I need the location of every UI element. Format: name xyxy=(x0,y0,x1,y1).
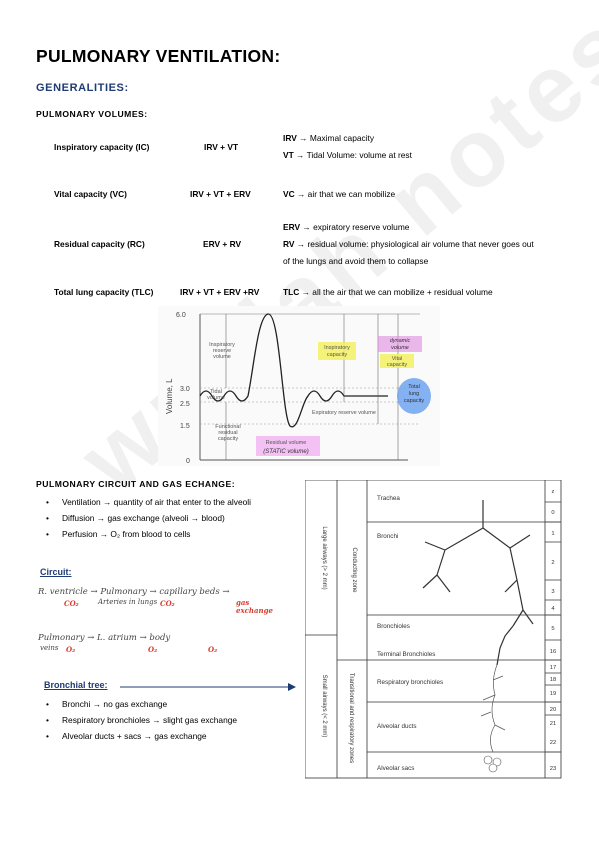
heading-pulmonary-volumes: PULMONARY VOLUMES: xyxy=(36,109,148,119)
volume-desc: VT → Tidal Volume: volume at rest xyxy=(283,150,412,160)
gen-number: 19 xyxy=(550,691,556,697)
circuit-hand-line2b: veins xyxy=(40,644,59,652)
gen-number: 21 xyxy=(550,721,556,727)
label-rv-note: (STATIC volume) xyxy=(263,449,308,455)
gen-number: 0 xyxy=(551,510,554,516)
volume-desc: ERV → expiratory reserve volume xyxy=(283,222,410,232)
label-tidal: volume xyxy=(207,395,225,401)
volume-name: Inspiratory capacity (IC) xyxy=(54,142,150,152)
page-title: PULMONARY VENTILATION: xyxy=(36,46,281,66)
volume-desc: TLC → all the air that we can mobilize +… xyxy=(283,287,493,297)
volume-name: Vital capacity (VC) xyxy=(54,189,127,199)
gas-exchange-label: gas exchange xyxy=(236,598,273,615)
list-item: Bronchi → no gas exchange xyxy=(36,696,300,712)
o2-label: O₂ xyxy=(66,645,76,654)
arrow-to-tree xyxy=(120,683,296,691)
label-dynamic: volume xyxy=(391,345,409,351)
list-item: Diffusion → gas exchange (alveoli → bloo… xyxy=(36,510,300,526)
gen-number: 20 xyxy=(550,707,556,713)
bronchial-list: Bronchi → no gas exchange Respiratory br… xyxy=(36,696,300,744)
label-irv: Inspiratory xyxy=(209,342,235,348)
tree-row-label: Bronchi xyxy=(377,533,398,540)
label-rv: Residual volume xyxy=(266,440,307,446)
volume-name: Total lung capacity (TLC) xyxy=(54,287,154,297)
label-erv: Expiratory reserve volume xyxy=(312,410,376,416)
gen-number: 1 xyxy=(551,531,554,537)
circuit-link[interactable]: Circuit: xyxy=(40,567,72,577)
volume-formula: ERV + RV xyxy=(203,239,242,249)
label-irv: reserve xyxy=(213,348,231,354)
label-total: capacity xyxy=(404,398,424,404)
label-total: lung xyxy=(409,391,419,397)
label-tidal: Tidal xyxy=(210,389,222,395)
co2-label: CO₂ xyxy=(64,599,79,608)
volume-desc: VC → air that we can mobilize xyxy=(283,189,396,199)
label-dynamic: dynamic xyxy=(390,338,411,344)
gen-number: 22 xyxy=(550,740,556,746)
label-vital: capacity xyxy=(387,362,407,368)
volume-formula: IRV + VT + ERV +RV xyxy=(180,287,260,297)
volume-desc: IRV → Maximal capacity xyxy=(283,133,375,143)
gen-number: 4 xyxy=(551,606,555,612)
gen-number: 18 xyxy=(550,677,556,683)
circuit-hand-line1b: Arteries in lungs xyxy=(98,598,158,606)
label-total: Total xyxy=(408,384,420,390)
volume-formula: IRV + VT xyxy=(204,142,239,152)
tree-row-label: Terminal Bronchioles xyxy=(377,651,435,658)
small-airways-label: Small airways (< 2 mm) xyxy=(321,675,327,738)
transitional-zone-label: Transitional and respiratory zones xyxy=(348,673,354,763)
gen-number: 17 xyxy=(550,665,556,671)
co2-label: CO₂ xyxy=(160,599,175,608)
label-frc: Functional xyxy=(215,424,240,430)
circuit-hand-line2: Pulmonary → L. atrium → body xyxy=(38,633,171,643)
gen-number: 3 xyxy=(551,589,554,595)
gen-number: 2 xyxy=(551,560,554,566)
label-insp-capacity: Inspiratory xyxy=(324,345,350,351)
tree-row-label: Trachea xyxy=(377,495,400,502)
ytick: 1.5 xyxy=(180,423,190,430)
volume-desc: RV → residual volume: physiological air … xyxy=(283,239,534,249)
heading-circuit: PULMONARY CIRCUIT AND GAS ECHANGE: xyxy=(36,479,236,489)
list-item: Ventilation → quantity of air that enter… xyxy=(36,494,300,510)
ytick: 0 xyxy=(186,458,190,465)
label-insp-capacity: capacity xyxy=(327,352,347,358)
tree-row-label: Alveolar ducts xyxy=(377,723,417,730)
tree-row-label: Alveolar sacs xyxy=(377,765,414,772)
tree-row-label: Respiratory bronchioles xyxy=(377,679,443,686)
spirogram-graph: 6.0 3.0 2.5 1.5 0 Volume, L Inspiratory … xyxy=(158,306,440,466)
o2-label: O₂ xyxy=(208,645,218,654)
label-vital: Vital xyxy=(392,356,403,362)
gen-number: 23 xyxy=(550,766,556,772)
volume-desc: of the lungs and avoid them to collapse xyxy=(283,256,429,266)
circuit-list: Ventilation → quantity of air that enter… xyxy=(36,494,300,542)
ytick: 6.0 xyxy=(176,312,186,319)
tree-row-label: Bronchioles xyxy=(377,623,410,630)
bronchial-tree-link[interactable]: Bronchial tree: xyxy=(44,680,108,690)
list-item: Alveolar ducts + sacs → gas exchange xyxy=(36,728,300,744)
label-frc: capacity xyxy=(218,436,238,442)
list-item: Perfusion → O₂ from blood to cells xyxy=(36,526,300,542)
label-irv: volume xyxy=(213,354,231,360)
list-item: Respiratory bronchioles → slight gas exc… xyxy=(36,712,300,728)
gen-number: 16 xyxy=(550,649,556,655)
section-generalities: GENERALITIES: xyxy=(36,82,129,94)
volume-formula: IRV + VT + ERV xyxy=(190,189,251,199)
o2-label: O₂ xyxy=(148,645,158,654)
volume-name: Residual capacity (RC) xyxy=(54,239,145,249)
circuit-hand-line1: R. ventricle → Pulmonary → capillary bed… xyxy=(38,587,230,597)
gen-number: 5 xyxy=(551,626,554,632)
ytick: 3.0 xyxy=(180,386,190,393)
y-axis-label: Volume, L xyxy=(165,378,174,414)
gen-number: z xyxy=(552,489,555,495)
label-frc: residual xyxy=(218,430,237,436)
ytick: 2.5 xyxy=(180,401,190,408)
conducting-zone-label: Conducting zone xyxy=(351,547,357,593)
bronchial-tree-figure: z 0 1 2 3 4 5 16 17 18 19 20 21 22 23 Tr… xyxy=(305,480,562,779)
large-airways-label: Large airways (> 2 mm) xyxy=(321,526,327,589)
